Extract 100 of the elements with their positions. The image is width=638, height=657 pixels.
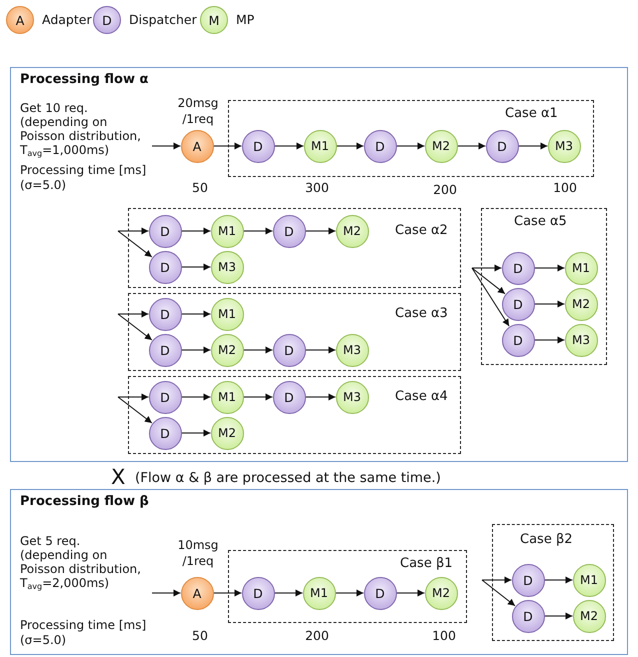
arrow [336, 142, 364, 150]
arrow [305, 394, 336, 400]
mp-node: M2 [424, 130, 458, 162]
concurrency-note: (Flow α & β are processed at the same time.) [135, 470, 442, 486]
mp-node: M3 [548, 130, 580, 162]
arrow [274, 142, 304, 150]
arrow [457, 142, 486, 150]
adapter-node: A [180, 576, 214, 610]
case-box [128, 293, 461, 371]
arrow [118, 310, 149, 318]
arrow [213, 590, 242, 596]
arrow [118, 394, 149, 400]
request-note: Get 10 req. (depending on Poisson distribution, T$_{avg}$=1,000ms) [20, 101, 142, 157]
arrow [472, 268, 510, 327]
message-rate: 10msg /1req [176, 537, 220, 569]
panel-title: Processing flow β [20, 494, 149, 509]
dispatcher-node: D [148, 298, 182, 330]
time-value: 300 [304, 180, 330, 195]
dispatcher-node: D [486, 130, 518, 162]
mp-node: M3 [210, 250, 244, 284]
dispatcher-node: D [502, 288, 534, 320]
mp-node: M1 [564, 252, 598, 284]
arrow [243, 394, 273, 400]
adapter-node: A [6, 6, 34, 34]
mp-node: M2 [564, 288, 598, 320]
arrow [544, 612, 573, 620]
mp-node: M [200, 6, 228, 34]
dispatcher-node: D [512, 564, 544, 596]
mp-node: M1 [210, 380, 244, 414]
arrow [534, 264, 565, 272]
multiplier-sign: X [111, 465, 126, 489]
processing-time-note: Processing time [ms] (σ=5.0) [20, 618, 148, 648]
request-note: Get 5 req. (depending on Poisson distribution, T$_{avg}$=2,000ms) [20, 534, 142, 590]
arrow [534, 336, 565, 344]
arrow [213, 142, 242, 150]
mp-node: M1 [572, 564, 606, 596]
arrow [181, 346, 211, 354]
dispatcher-node: D [502, 324, 534, 356]
flow-panel [10, 489, 628, 655]
arrow [396, 142, 425, 150]
arrow [305, 228, 336, 234]
arrow [181, 430, 211, 436]
case-label: Case α4 [395, 389, 448, 404]
case-box [228, 100, 594, 177]
arrow [518, 142, 548, 150]
arrow [335, 590, 364, 596]
arrow [274, 590, 303, 596]
arrow [544, 576, 573, 584]
dispatcher-node: D [148, 380, 182, 414]
flow-panel [10, 67, 628, 462]
arrow [305, 346, 336, 354]
arrow [472, 268, 506, 294]
time-value: 100 [431, 628, 457, 643]
arrow [152, 142, 181, 150]
arrow [482, 576, 512, 584]
arrow [118, 230, 152, 258]
dispatcher-node: D [148, 214, 182, 248]
mp-node: M3 [336, 380, 368, 414]
adapter-node: A [180, 130, 214, 162]
case-label: Case α1 [505, 106, 558, 121]
node-caption: Adapter [42, 12, 92, 27]
node-caption: Dispatcher [129, 12, 197, 27]
arrow [181, 264, 211, 270]
time-value: 50 [191, 180, 209, 195]
arrow [243, 228, 273, 234]
case-label: Case β2 [520, 532, 573, 547]
dispatcher-node: D [148, 416, 182, 450]
arrow [181, 228, 211, 234]
arrow [396, 590, 425, 596]
mp-node: M3 [564, 324, 598, 356]
dispatcher-node: D [272, 380, 306, 414]
dispatcher-node: D [364, 576, 396, 610]
arrow [472, 264, 502, 272]
dispatcher-node: D [148, 250, 182, 284]
node-caption: MP [236, 12, 254, 27]
case-label: Case α3 [395, 306, 448, 321]
message-rate: 20msg /1req [176, 95, 220, 127]
dispatcher-node: D [93, 6, 121, 34]
case-box [128, 376, 461, 454]
time-value: 50 [191, 628, 209, 643]
dispatcher-node: D [272, 334, 306, 366]
dispatcher-node: D [512, 600, 544, 632]
arrow [482, 580, 516, 606]
case-box [481, 208, 607, 365]
mp-node: M2 [572, 600, 606, 632]
panel-title: Processing flow α [20, 72, 148, 87]
dispatcher-node: D [502, 252, 534, 284]
case-box [492, 524, 614, 641]
arrow [181, 310, 211, 318]
arrow [152, 590, 181, 596]
arrow [118, 314, 152, 340]
case-label: Case α2 [395, 223, 448, 238]
case-box [228, 550, 467, 623]
mp-node: M2 [210, 416, 244, 450]
dispatcher-node: D [364, 130, 396, 162]
arrow [243, 346, 273, 354]
processing-time-note: Processing time [ms] (σ=5.0) [20, 163, 148, 193]
time-value: 200 [432, 182, 458, 197]
dispatcher-node: D [242, 576, 274, 610]
arrow [181, 394, 211, 400]
